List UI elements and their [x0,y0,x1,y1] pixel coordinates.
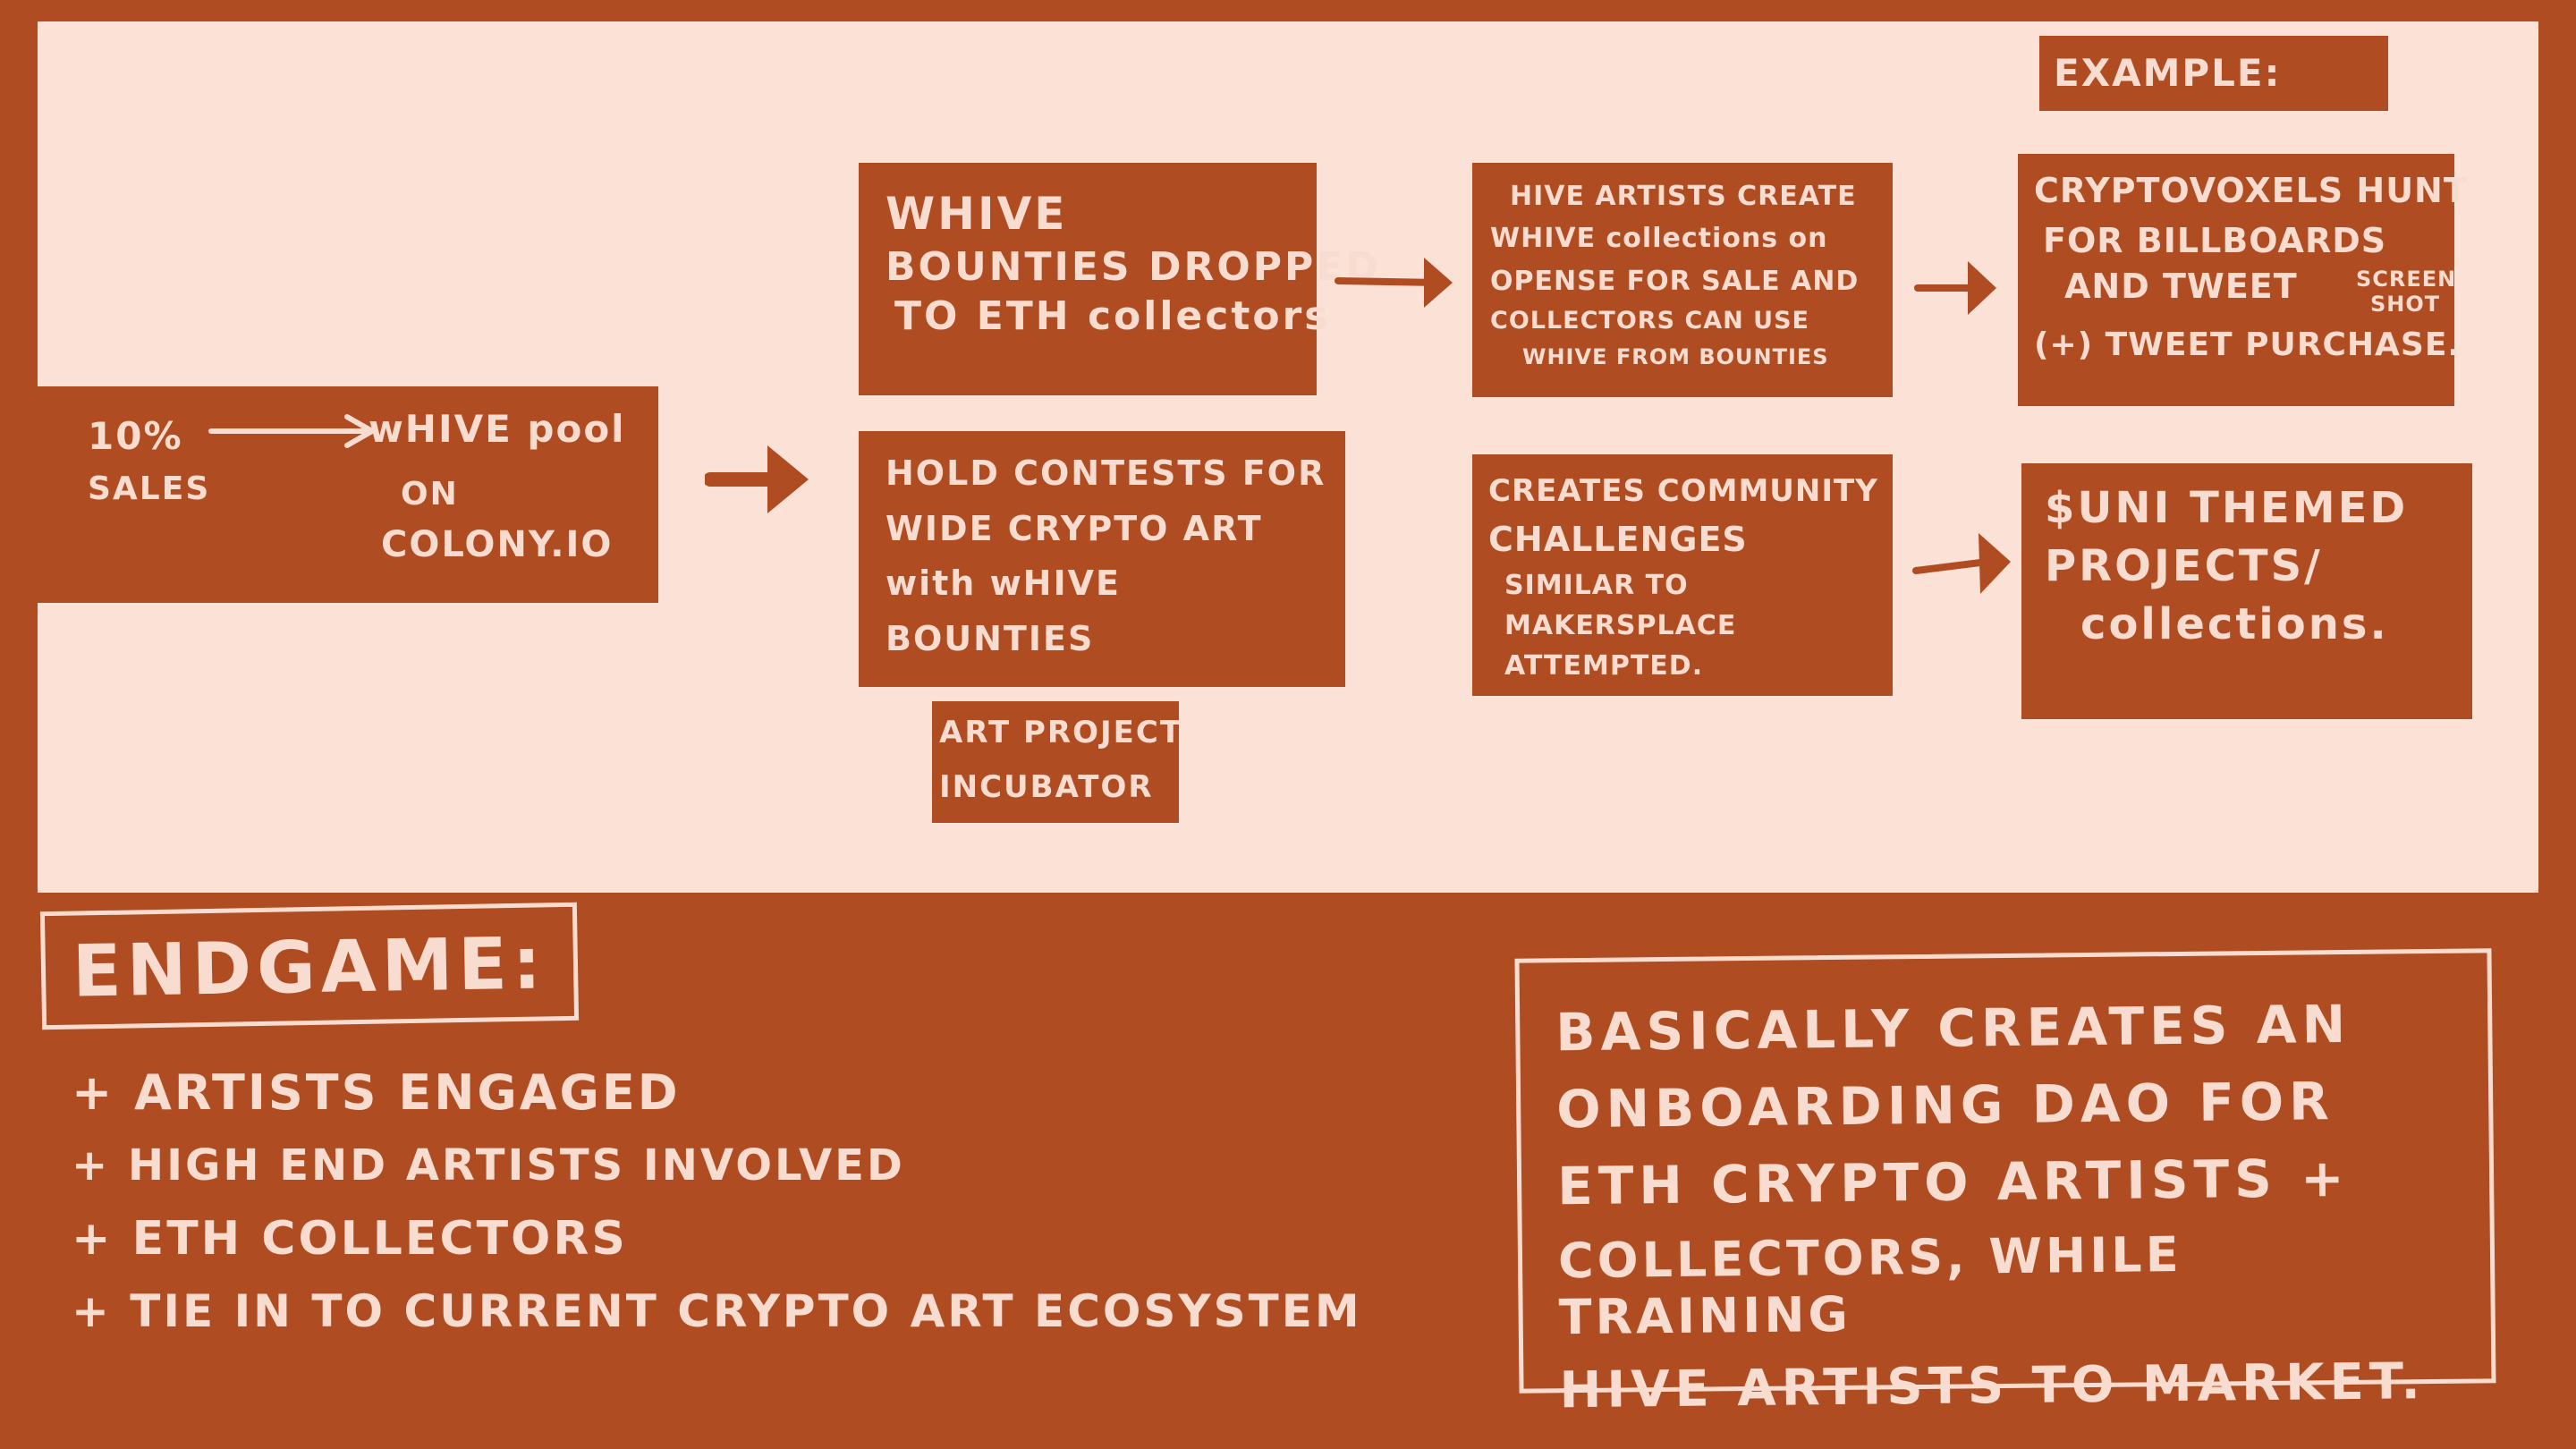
summary-line: COLLECTORS, WHILE TRAINING [1557,1225,2182,1346]
uni-line-2: PROJECTS/ [2045,540,2323,591]
contests-line-1: HOLD CONTESTS FOR [886,453,1326,493]
flow-arrow-icon [705,445,809,513]
contests-line-4: BOUNTIES [886,618,1095,658]
endgame-item: + ARTISTS ENGAGED [72,1064,681,1121]
incubator-line-1: ART PROJECT [939,715,1183,750]
pool-arrow-icon [208,414,375,448]
artists-arrow-icon [1335,258,1453,308]
artists-line-5: WHIVE FROM BOUNTIES [1522,343,1829,369]
cryptovoxels-box: CRYPTOVOXELS HUNT FOR BILLBOARDS AND TWE… [2018,154,2468,406]
sales-percent: 10% [88,414,183,458]
pool-line-3: COLONY.IO [381,524,614,565]
voxels-line-2: FOR BILLBOARDS [2043,220,2387,260]
artists-box: HIVE ARTISTS CREATE WHIVE collections on… [1472,163,1893,397]
voxels-screen-label: SCREEN [2356,267,2457,292]
endgame-title: ENDGAME: [72,921,547,1013]
sales-label: SALES [88,470,211,507]
uni-line-1: $UNI THEMED [2045,483,2409,533]
voxels-shot-label: SHOT [2370,292,2441,317]
incubator-box: ART PROJECT INCUBATOR [932,701,1183,823]
artists-line-2: WHIVE collections on [1490,223,1828,255]
artists-line-4: COLLECTORS CAN USE [1490,307,1809,335]
incubator-line-2: INCUBATOR [939,768,1154,805]
contests-box: HOLD CONTESTS FOR WIDE CRYPTO ART with w… [859,431,1345,687]
example-arrow-icon [1914,261,1996,315]
community-line-2: CHALLENGES [1488,520,1748,559]
uni-box: $UNI THEMED PROJECTS/ collections. [2021,463,2472,719]
endgame-item: + ETH COLLECTORS [72,1212,628,1266]
summary-line: HIVE ARTISTS TO MARKET. [1559,1352,2427,1420]
community-line-5: ATTEMPTED. [1504,650,1704,682]
community-line-1: CREATES COMMUNITY [1488,473,1878,509]
community-box: CREATES COMMUNITY CHALLENGES SIMILAR TO … [1472,454,1893,696]
voxels-tweet-label: AND TWEET [2064,267,2298,306]
example-label: EXAMPLE: [2054,51,2282,95]
pool-line-2: ON [401,476,459,513]
bounties-line-2: BOUNTIES DROPPED [886,243,1381,290]
summary-text: BASICALLY CREATES AN ONBOARDING DAO FOR … [1555,992,2481,1419]
artists-line-1: HIVE ARTISTS CREATE [1510,181,1857,212]
example-label-box: EXAMPLE: [2039,36,2388,111]
community-line-4: MAKERSPLACE [1504,610,1737,641]
uni-line-3: collections. [2080,598,2389,649]
voxels-line-4: (+) TWEET PURCHASE. [2034,326,2462,363]
bounties-line-1: wHIVE [886,188,1068,240]
summary-line: BASICALLY CREATES AN [1555,993,2351,1063]
voxels-line-1: CRYPTOVOXELS HUNT [2034,171,2468,210]
contests-line-2: WIDE CRYPTO ART [886,508,1263,548]
bounties-box: wHIVE BOUNTIES DROPPED TO ETH collectors [859,163,1381,395]
endgame-list: + ARTISTS ENGAGED + HIGH END ARTISTS INV… [72,1064,1413,1337]
community-line-3: SIMILAR TO [1504,570,1689,601]
source-box: 10% SALES wHIVE pool ON COLONY.IO [38,386,658,603]
artists-line-3: OPENSE FOR SALE AND [1490,265,1860,297]
summary-line: ONBOARDING DAO FOR [1555,1071,2335,1140]
endgame-item: + TIE IN TO CURRENT CRYPTO ART ECOSYSTEM [72,1285,1362,1337]
endgame-item: + HIGH END ARTISTS INVOLVED [72,1140,905,1191]
endgame-title-frame: ENDGAME: [39,902,580,1030]
summary-frame: BASICALLY CREATES AN ONBOARDING DAO FOR … [1514,948,2496,1419]
bounties-line-3: TO ETH collectors [894,292,1331,339]
uni-arrow-icon [1912,533,2011,594]
contests-line-3: with wHIVE [886,564,1121,603]
pool-line-1: wHIVE pool [369,407,626,451]
voxels-line-3: AND TWEET SCREEN SHOT [2064,266,2457,325]
summary-line: ETH CRYPTO ARTISTS + [1556,1147,2350,1217]
